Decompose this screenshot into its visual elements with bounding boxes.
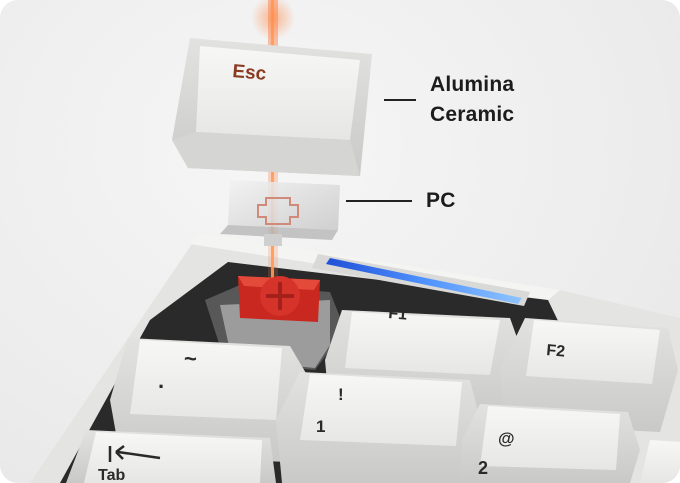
keycap-tilde	[110, 338, 310, 462]
pc-layer	[220, 180, 340, 246]
callout-line	[346, 200, 412, 202]
callout-line	[384, 99, 416, 101]
keycap-f2	[500, 318, 678, 432]
tab-legend: Tab	[98, 467, 125, 483]
grave-legend: .	[158, 368, 164, 393]
callout-label-alumina: Alumina Ceramic	[430, 70, 514, 130]
tab-arrow-icon	[108, 445, 161, 462]
f2-legend: F2	[546, 342, 566, 361]
led-strip	[312, 254, 530, 306]
one-legend: 1	[316, 417, 325, 436]
at-legend: @	[498, 429, 515, 448]
two-legend: 2	[478, 458, 488, 478]
callout-pc: PC	[346, 186, 456, 216]
keycap-2	[460, 404, 640, 483]
keycap-1	[276, 372, 480, 483]
label-ceramic: Ceramic	[430, 103, 515, 126]
esc-legend: Esc	[232, 61, 268, 85]
f1-legend: F1	[388, 305, 408, 324]
callout-alumina: Alumina Ceramic	[384, 70, 514, 130]
tilde-legend: ~	[184, 346, 197, 371]
keycap-tab	[66, 430, 276, 483]
label-alumina: Alumina	[430, 73, 515, 96]
label-pc: PC	[426, 189, 456, 212]
exclaim-legend: !	[338, 385, 344, 404]
esc-keycap	[172, 38, 372, 176]
keycap-partial-right	[640, 440, 680, 483]
